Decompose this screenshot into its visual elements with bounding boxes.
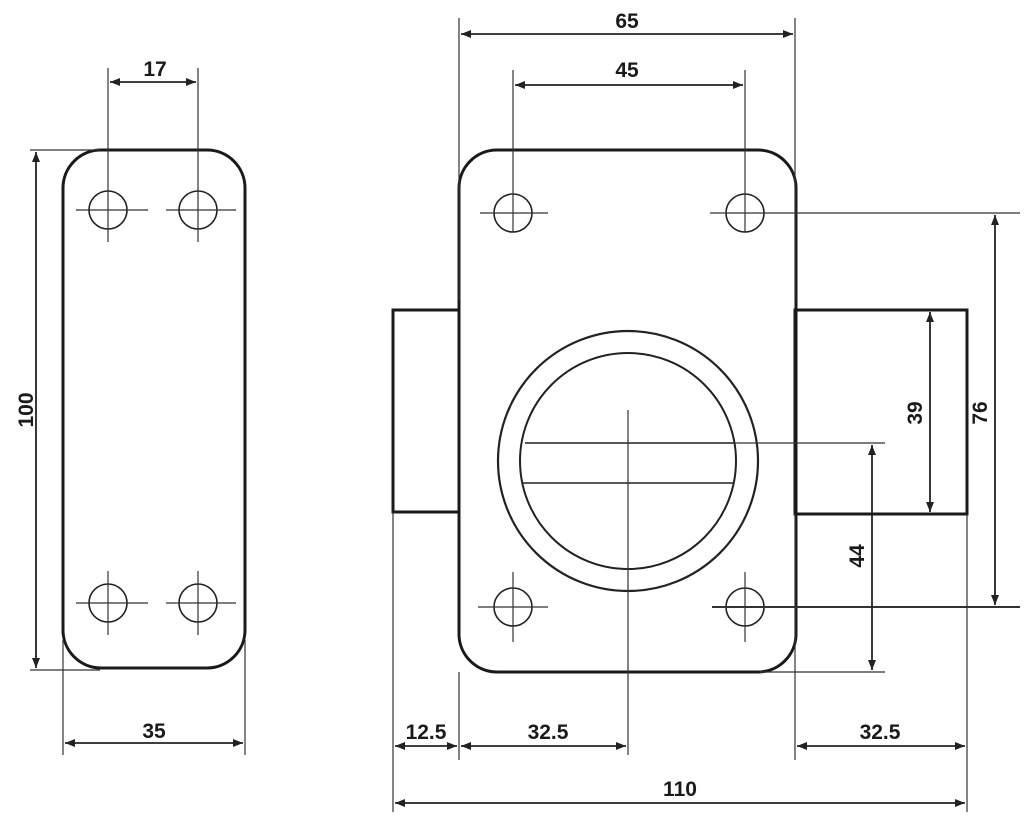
dimension-label-110: 110 <box>663 778 697 801</box>
dimension-label-32-5-right: 32.5 <box>860 721 901 744</box>
dimension-label-100: 100 <box>15 392 38 427</box>
dimension-100: 100 <box>15 152 40 668</box>
dimension-39: 39 <box>904 312 934 512</box>
dimension-32-5-left: 32.5 <box>461 721 626 750</box>
dimension-label-45: 45 <box>615 59 639 82</box>
strike-plate-hole-top-right <box>166 180 236 242</box>
dimension-44: 44 <box>846 445 876 670</box>
dimension-label-32-5-left: 32.5 <box>528 721 569 744</box>
strike-plate-outline <box>61 148 247 670</box>
strike-plate-hole-bottom-right <box>166 571 236 635</box>
body-hole-bottom-right <box>712 572 1020 642</box>
dimension-label-44: 44 <box>846 544 869 568</box>
lock-body: 65 45 39 76 44 12.5 32.5 <box>391 10 1020 812</box>
cylinder <box>496 329 760 755</box>
dimension-45: 45 <box>515 59 743 89</box>
strike-plate-hole-bottom-left <box>76 571 148 635</box>
dimension-label-12-5: 12.5 <box>406 721 447 744</box>
right-bolt <box>793 308 969 516</box>
body-hole-bottom-left <box>478 572 548 642</box>
dimension-label-76: 76 <box>969 401 992 424</box>
dimension-label-35: 35 <box>142 720 166 743</box>
body-hole-top-left <box>480 193 548 233</box>
dimension-65: 65 <box>461 10 793 38</box>
dimension-12-5: 12.5 <box>395 721 457 750</box>
body-hole-top-right <box>710 193 1020 233</box>
dimension-32-5-right: 32.5 <box>797 721 965 750</box>
dimension-label-39: 39 <box>904 401 927 424</box>
dimension-17: 17 <box>110 58 196 86</box>
dimension-76: 76 <box>969 215 999 605</box>
dimension-35: 35 <box>65 720 243 747</box>
strike-plate-hole-top-left <box>76 180 148 242</box>
left-bolt <box>391 308 461 514</box>
strike-plate: 17 100 35 <box>15 58 247 755</box>
dimension-label-17: 17 <box>143 58 166 81</box>
dimension-110: 110 <box>395 778 965 807</box>
dimension-label-65: 65 <box>615 10 639 33</box>
